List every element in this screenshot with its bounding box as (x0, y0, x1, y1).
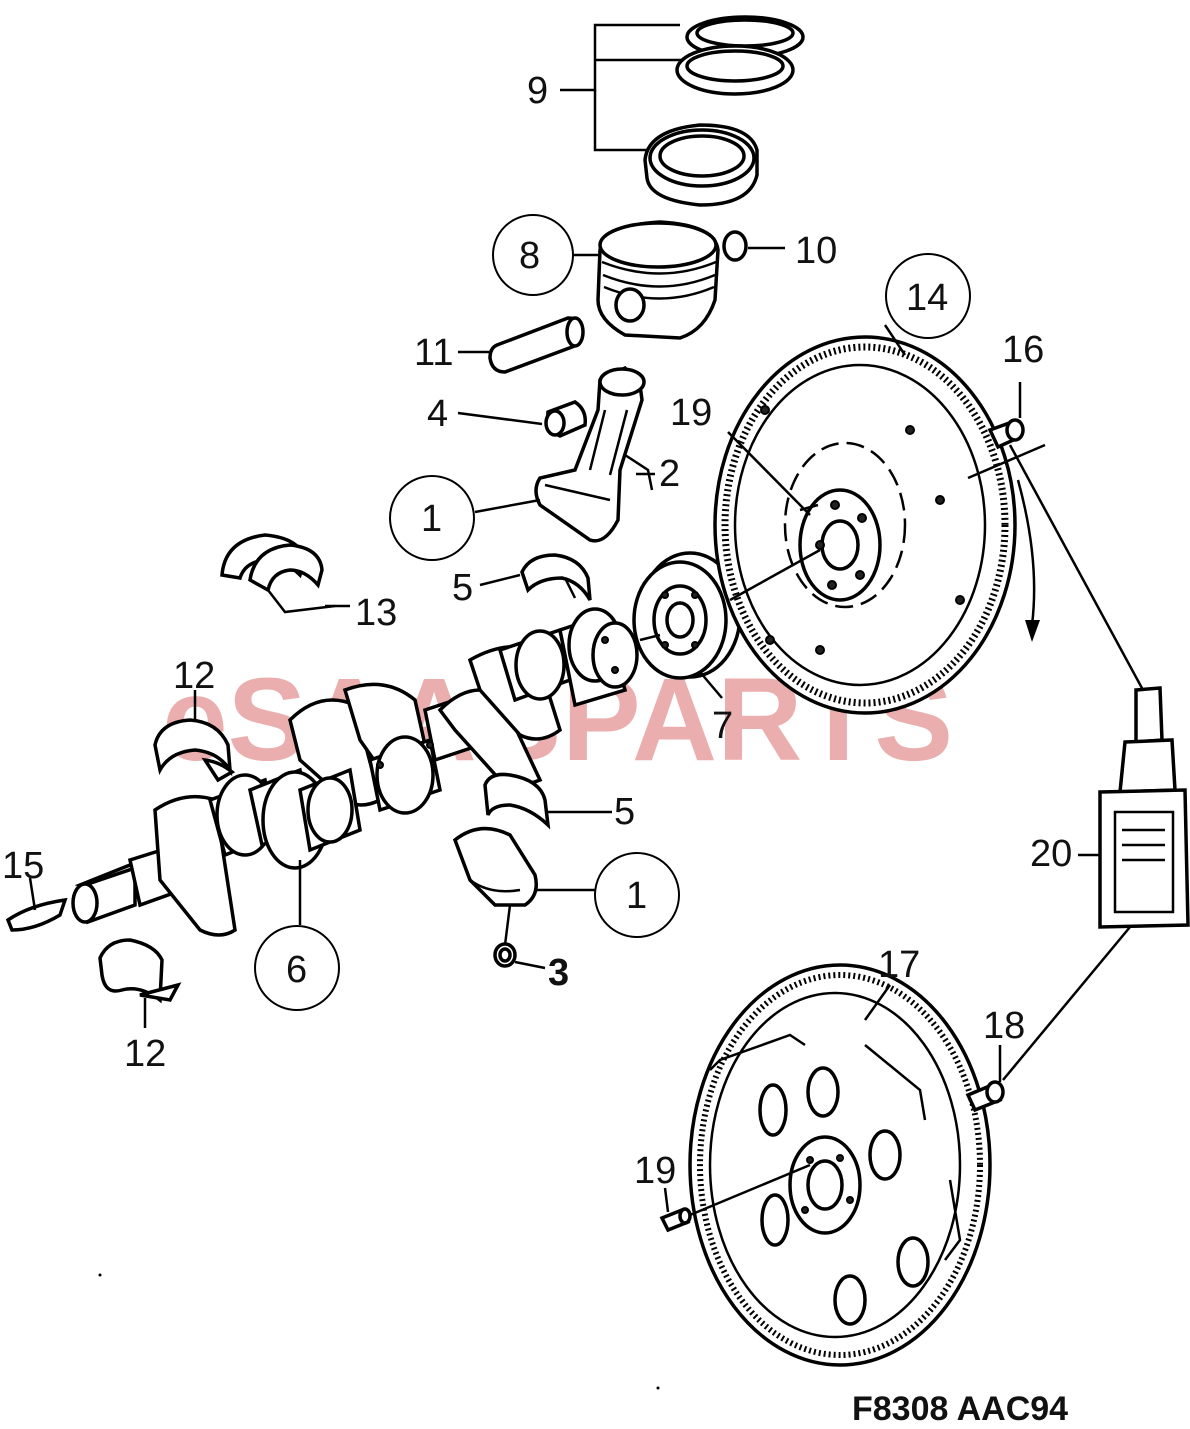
thread-locker-bottle (1098, 686, 1190, 929)
callout-1-top-bubble (389, 475, 475, 561)
bearing-shell-lower (98, 938, 182, 1004)
callout-12-top: 12 (173, 655, 215, 697)
timing-gear (632, 551, 742, 680)
callout-20: 20 (1030, 833, 1072, 875)
callout-14: 14 (906, 277, 948, 319)
callout-15: 15 (2, 845, 44, 887)
callout-6: 6 (286, 949, 307, 991)
flexplate-bolt (965, 1080, 1005, 1113)
callout-9: 9 (527, 70, 548, 112)
circlip (722, 230, 748, 262)
flexplate (688, 963, 992, 1367)
figure-reference: F8308 AAC94 (852, 1390, 1068, 1428)
callout-3: 3 (548, 952, 569, 994)
crankshaft (71, 607, 639, 937)
flywheel-bolt (987, 418, 1025, 450)
callout-8-bubble (492, 214, 574, 296)
callout-14-bubble (885, 253, 971, 339)
callout-1-bottom: 1 (626, 875, 647, 917)
callout-6-bubble (254, 925, 340, 1011)
main-bearing-shells (520, 553, 592, 601)
bearing-shell-upper (153, 718, 236, 783)
callout-2: 2 (659, 453, 680, 495)
callout-4: 4 (427, 393, 448, 435)
callout-7: 7 (712, 705, 733, 747)
callout-12-bottom: 12 (124, 1033, 166, 1075)
callout-13: 13 (355, 592, 397, 634)
piston (596, 220, 720, 340)
callout-10: 10 (795, 230, 837, 272)
big-end-cap (452, 826, 538, 907)
callout-5-top: 5 (452, 567, 473, 609)
flywheel (713, 335, 1017, 715)
callout-16: 16 (1002, 329, 1044, 371)
big-end-nut (493, 942, 517, 968)
callout-18: 18 (983, 1005, 1025, 1047)
small-end-bush (544, 400, 588, 438)
piston-rings (643, 15, 805, 207)
woodruff-key (5, 897, 68, 932)
callout-1-top: 1 (421, 498, 442, 540)
connecting-rod (534, 365, 654, 543)
callout-11: 11 (414, 332, 453, 374)
thrust-washers (220, 533, 336, 614)
gudgeon-pin (488, 316, 585, 374)
callout-1-bottom-bubble (594, 852, 680, 938)
callout-8: 8 (519, 235, 540, 277)
dowel-pin (659, 1207, 692, 1233)
callout-17: 17 (878, 944, 920, 986)
callout-19-top: 19 (670, 392, 712, 434)
callout-19-bottom: 19 (634, 1150, 676, 1192)
callout-5-bottom: 5 (614, 791, 635, 833)
bearing-shell-5-lower (483, 772, 551, 830)
